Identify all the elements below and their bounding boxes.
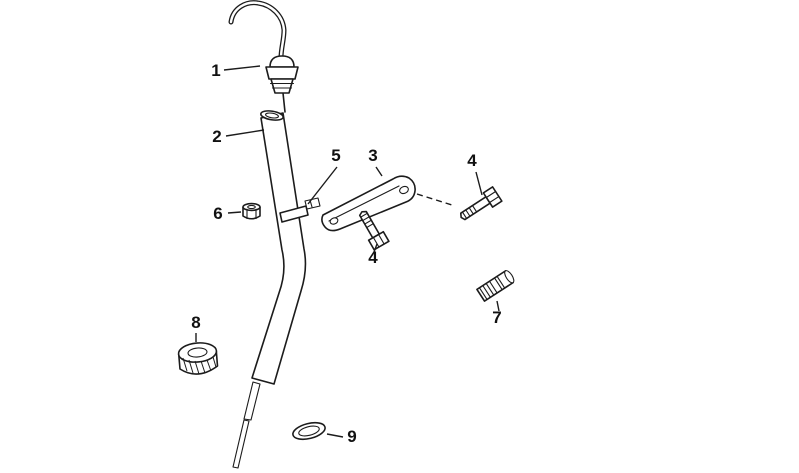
bolt-upper	[459, 186, 503, 221]
callout-9-label: 9	[347, 427, 356, 446]
plug-stem	[282, 92, 286, 113]
seal-ring	[292, 421, 326, 441]
callout-1: 1	[211, 61, 261, 80]
callout-5-leader	[307, 166, 338, 205]
callout-2: 2	[212, 127, 265, 146]
callout-4-upper: 4	[467, 151, 483, 196]
callout-3: 3	[368, 146, 383, 177]
callout-3-label: 3	[368, 146, 377, 165]
callout-1-leader	[223, 65, 261, 71]
clamp-screw	[304, 197, 321, 210]
bracket-hole-left	[329, 217, 339, 225]
callout-4-lower: 4	[368, 243, 378, 267]
spacer-sleeve	[476, 270, 515, 302]
callout-8: 8	[191, 313, 201, 342]
callout-8-label: 8	[191, 313, 200, 332]
assembly-dashed-line	[416, 193, 453, 206]
callout-5-label: 5	[331, 146, 340, 165]
callout-6: 6	[213, 204, 242, 223]
callout-4-upper-leader	[475, 171, 483, 196]
bracket	[321, 175, 416, 232]
bracket-hole-right	[399, 185, 409, 195]
callout-4-lower-leader	[373, 243, 378, 253]
callout-3-leader	[375, 166, 383, 177]
callout-9-leader	[326, 433, 344, 438]
bolt-lower	[358, 210, 390, 251]
dipstick-plug	[265, 55, 299, 113]
clamp	[279, 197, 321, 223]
callout-7-leader	[496, 300, 500, 312]
callout-4-upper-label: 4	[467, 151, 477, 170]
callout-6-label: 6	[213, 204, 222, 223]
callout-9: 9	[326, 427, 357, 446]
callouts: 1 2 5 3 4 6 4	[191, 61, 501, 446]
callout-1-label: 1	[211, 61, 220, 80]
dipstick-blade	[232, 381, 261, 469]
callout-5: 5	[307, 146, 341, 205]
hex-nut	[242, 202, 261, 220]
grommet	[177, 342, 219, 375]
callout-6-leader	[227, 211, 242, 214]
callout-7-label: 7	[492, 308, 501, 327]
callout-2-leader	[225, 129, 265, 137]
callout-7: 7	[492, 300, 502, 327]
callout-4-lower-label: 4	[368, 248, 378, 267]
dipstick-handle	[228, 0, 287, 61]
guide-tube	[251, 110, 307, 385]
callout-2-label: 2	[212, 127, 221, 146]
